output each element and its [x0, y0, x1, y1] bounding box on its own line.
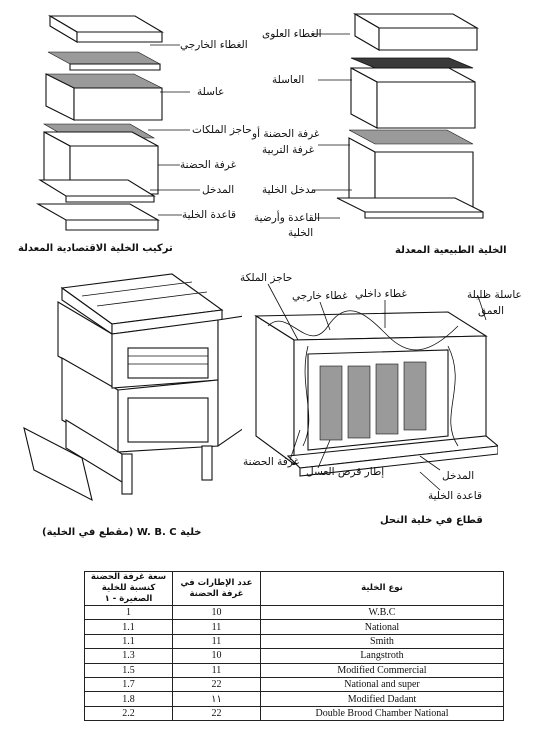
section-base-label: قاعدة الخلية — [428, 490, 483, 502]
natural-hive-caption: الخلية الطبيعية المعدلة — [395, 245, 507, 256]
type-column-header: نوع الخلية — [259, 571, 505, 606]
capacity-column-header: سعة غرفة الحضنة كنسبة للخلية الصغيرة - ١ — [84, 571, 173, 606]
capacity-cell: 1.3 — [84, 648, 173, 664]
section-inner-cover-label: غطاء داخلي — [355, 288, 407, 300]
section-entrance-label: المدخل — [442, 470, 475, 482]
frames-cell: 11 — [172, 619, 261, 635]
economic-brood-chamber-label: غرفة الحضنة — [180, 159, 237, 171]
hive-type-cell: Langstroth — [259, 648, 505, 664]
table-row: Double Brood Chamber National 22 2.2 — [84, 705, 505, 722]
economic-queen-excluder-label: حاجز الملكات — [192, 124, 252, 136]
frames-column-header: عدد الإطارات في غرفة الحضنة — [172, 571, 261, 606]
natural-hive-leaders — [312, 33, 352, 219]
hive-type-cell: W.B.C — [259, 604, 505, 621]
table-row: W.B.C 10 1 — [84, 604, 505, 621]
table-row: Smith 11 1.1 — [84, 633, 505, 650]
economic-hive-drawing — [35, 15, 165, 231]
natural-super-label: العاسلة — [272, 74, 305, 86]
hive-section-drawing — [254, 310, 498, 477]
hive-type-cell: Double Brood Chamber National — [259, 705, 505, 722]
frames-cell: 10 — [172, 604, 261, 621]
wbc-hive-caption: خلية W. B. C (مقطع في الخلية) — [42, 527, 202, 538]
frames-cell: ١١ — [172, 691, 261, 707]
capacity-cell: 2.2 — [84, 705, 173, 722]
natural-entrance-label: مدخل الخلية — [262, 184, 317, 196]
economic-hive-caption: تركيب الخلية الاقتصادية المعدلة — [18, 243, 173, 254]
natural-base-label: القاعدة وأرضية — [254, 212, 321, 224]
table-row: National 11 1.1 — [84, 619, 505, 635]
capacity-cell: 1.8 — [84, 691, 173, 707]
hive-section-caption: قطاع في خلية النحل — [380, 515, 483, 526]
capacity-cell: 1.5 — [84, 662, 173, 678]
section-shallow-super-label: عاسلة ظليلة — [467, 289, 522, 301]
capacity-cell: 1 — [84, 604, 173, 621]
hive-type-cell: Modified Commercial — [259, 662, 505, 678]
natural-base-label-2: الخلية — [288, 227, 314, 239]
natural-brood-chamber-label: غرفة الحضنة أو — [252, 128, 320, 140]
economic-entrance-label: المدخل — [202, 184, 235, 196]
natural-hive-base-drawing — [336, 197, 484, 219]
table-row: Modified Commercial 11 1.5 — [84, 662, 505, 678]
economic-super-label: عاسلة — [197, 86, 225, 98]
table-header-row: نوع الخلية عدد الإطارات في غرفة الحضنة س… — [84, 571, 505, 606]
economic-base-label: قاعدة الخلية — [182, 209, 237, 221]
capacity-cell: 1.7 — [84, 676, 173, 693]
frames-cell: 22 — [172, 676, 261, 693]
wbc-hive-drawing — [23, 273, 242, 502]
natural-rearing-chamber-label: غرفة التربية — [262, 144, 315, 156]
table-row: Modified Dadant ١١ 1.8 — [84, 691, 505, 707]
hive-section-figure — [248, 296, 498, 496]
hive-section-leaders — [267, 283, 487, 491]
table-row: Langstroth 10 1.3 — [84, 648, 505, 664]
hive-comparison-table: نوع الخلية عدد الإطارات في غرفة الحضنة س… — [84, 571, 505, 722]
frames-cell: 22 — [172, 705, 261, 722]
table-row: National and super 22 1.7 — [84, 676, 505, 693]
capacity-cell: 1.1 — [84, 633, 173, 650]
hive-type-cell: Modified Dadant — [259, 691, 505, 707]
wbc-hive-figure — [22, 268, 242, 508]
frames-cell: 11 — [172, 662, 261, 678]
section-depth-label: العمق — [478, 305, 505, 317]
hive-type-cell: National — [259, 619, 505, 635]
hive-type-cell: Smith — [259, 633, 505, 650]
section-queen-excluder-label: حاجز الملكة — [240, 272, 293, 284]
economic-hive-leaders — [148, 44, 200, 216]
hive-type-cell: National and super — [259, 676, 505, 693]
natural-top-cover-label: الغطاء العلوى — [262, 28, 322, 40]
section-brood-chamber-label: غرفة الحضنة — [243, 456, 300, 468]
frames-cell: 10 — [172, 648, 261, 664]
section-comb-frame-label: إطار قرص العسل — [306, 466, 385, 478]
economic-outer-cover-label: الغطاء الخارجي — [180, 39, 248, 51]
section-outer-cover-label: غطاء خارجي — [292, 290, 348, 302]
frames-cell: 11 — [172, 633, 261, 650]
capacity-cell: 1.1 — [84, 619, 173, 635]
exploded-economic-hive-figure — [30, 8, 180, 238]
